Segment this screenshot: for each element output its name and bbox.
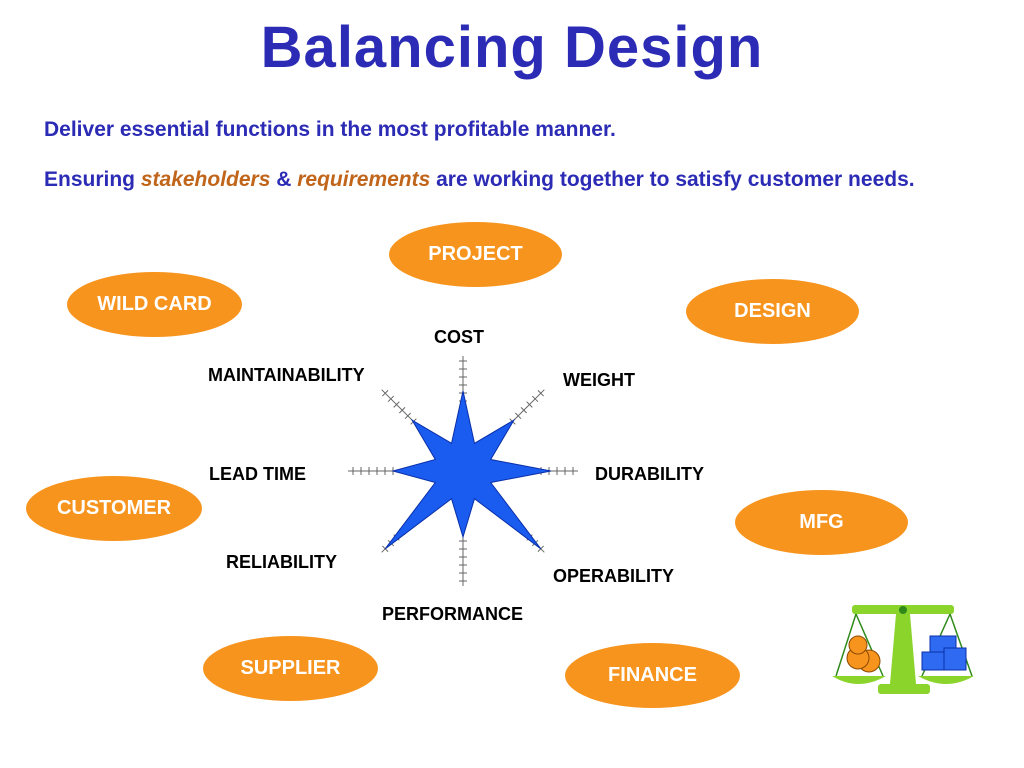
axis-label-durability: DURABILITY [595, 464, 704, 484]
axis-tick [382, 390, 389, 397]
left-string-1 [835, 613, 857, 677]
axis-label-performance: PERFORMANCE [382, 604, 524, 624]
oval-finance: FINANCE [565, 643, 740, 708]
scale-pivot [899, 606, 907, 614]
right-weight-box-2 [921, 651, 945, 671]
axis-label-operability: OPERABILITY [553, 566, 675, 586]
axis-tick [520, 407, 527, 414]
left-pan [832, 676, 886, 684]
intro-line-2-prefix: Ensuring [44, 168, 141, 191]
axis-label-reliability: RELIABILITY [226, 552, 337, 572]
intro-line-1: Deliver essential functions in the most … [44, 118, 616, 141]
stakeholders-emphasis: stakeholders [140, 168, 271, 191]
scale-post [890, 614, 916, 684]
oval-mfg: MFG [735, 490, 908, 555]
oval-supplier: SUPPLIER [203, 636, 378, 701]
axis-label-lead-time: LEAD TIME [209, 464, 306, 484]
star-chart-icon [384, 390, 552, 550]
oval-wild-card: WILD CARD [67, 272, 242, 337]
intro-line-2: Ensuring stakeholders & requirements are… [44, 164, 944, 196]
axis-tick [514, 412, 522, 420]
axis-tick [393, 401, 400, 408]
axis-label-cost: COST [434, 327, 485, 347]
axis-tick [531, 395, 539, 403]
balance-scale-icon [832, 605, 974, 694]
axis-tick [399, 407, 406, 414]
oval-project: PROJECT [389, 222, 562, 287]
right-string-2 [949, 613, 973, 677]
axis-tick [526, 401, 533, 408]
axis-tick [387, 395, 395, 403]
oval-customer: CUSTOMER [26, 476, 202, 541]
requirements-emphasis: requirements [297, 168, 431, 191]
page-title: Balancing Design [260, 15, 764, 80]
axis-tick [404, 412, 412, 420]
right-weight-box-3 [943, 647, 967, 671]
right-pan [918, 676, 974, 684]
left-weight-ball-3 [848, 635, 868, 655]
oval-design: DESIGN [686, 279, 859, 344]
ampersand: & [270, 168, 298, 191]
intro-line-2-suffix: are working together to satisfy customer… [430, 168, 915, 191]
axis-label-weight: WEIGHT [563, 370, 635, 390]
axis-tick [537, 390, 544, 397]
axis-label-maintainability: MAINTAINABILITY [208, 365, 365, 385]
scale-base [878, 684, 930, 694]
